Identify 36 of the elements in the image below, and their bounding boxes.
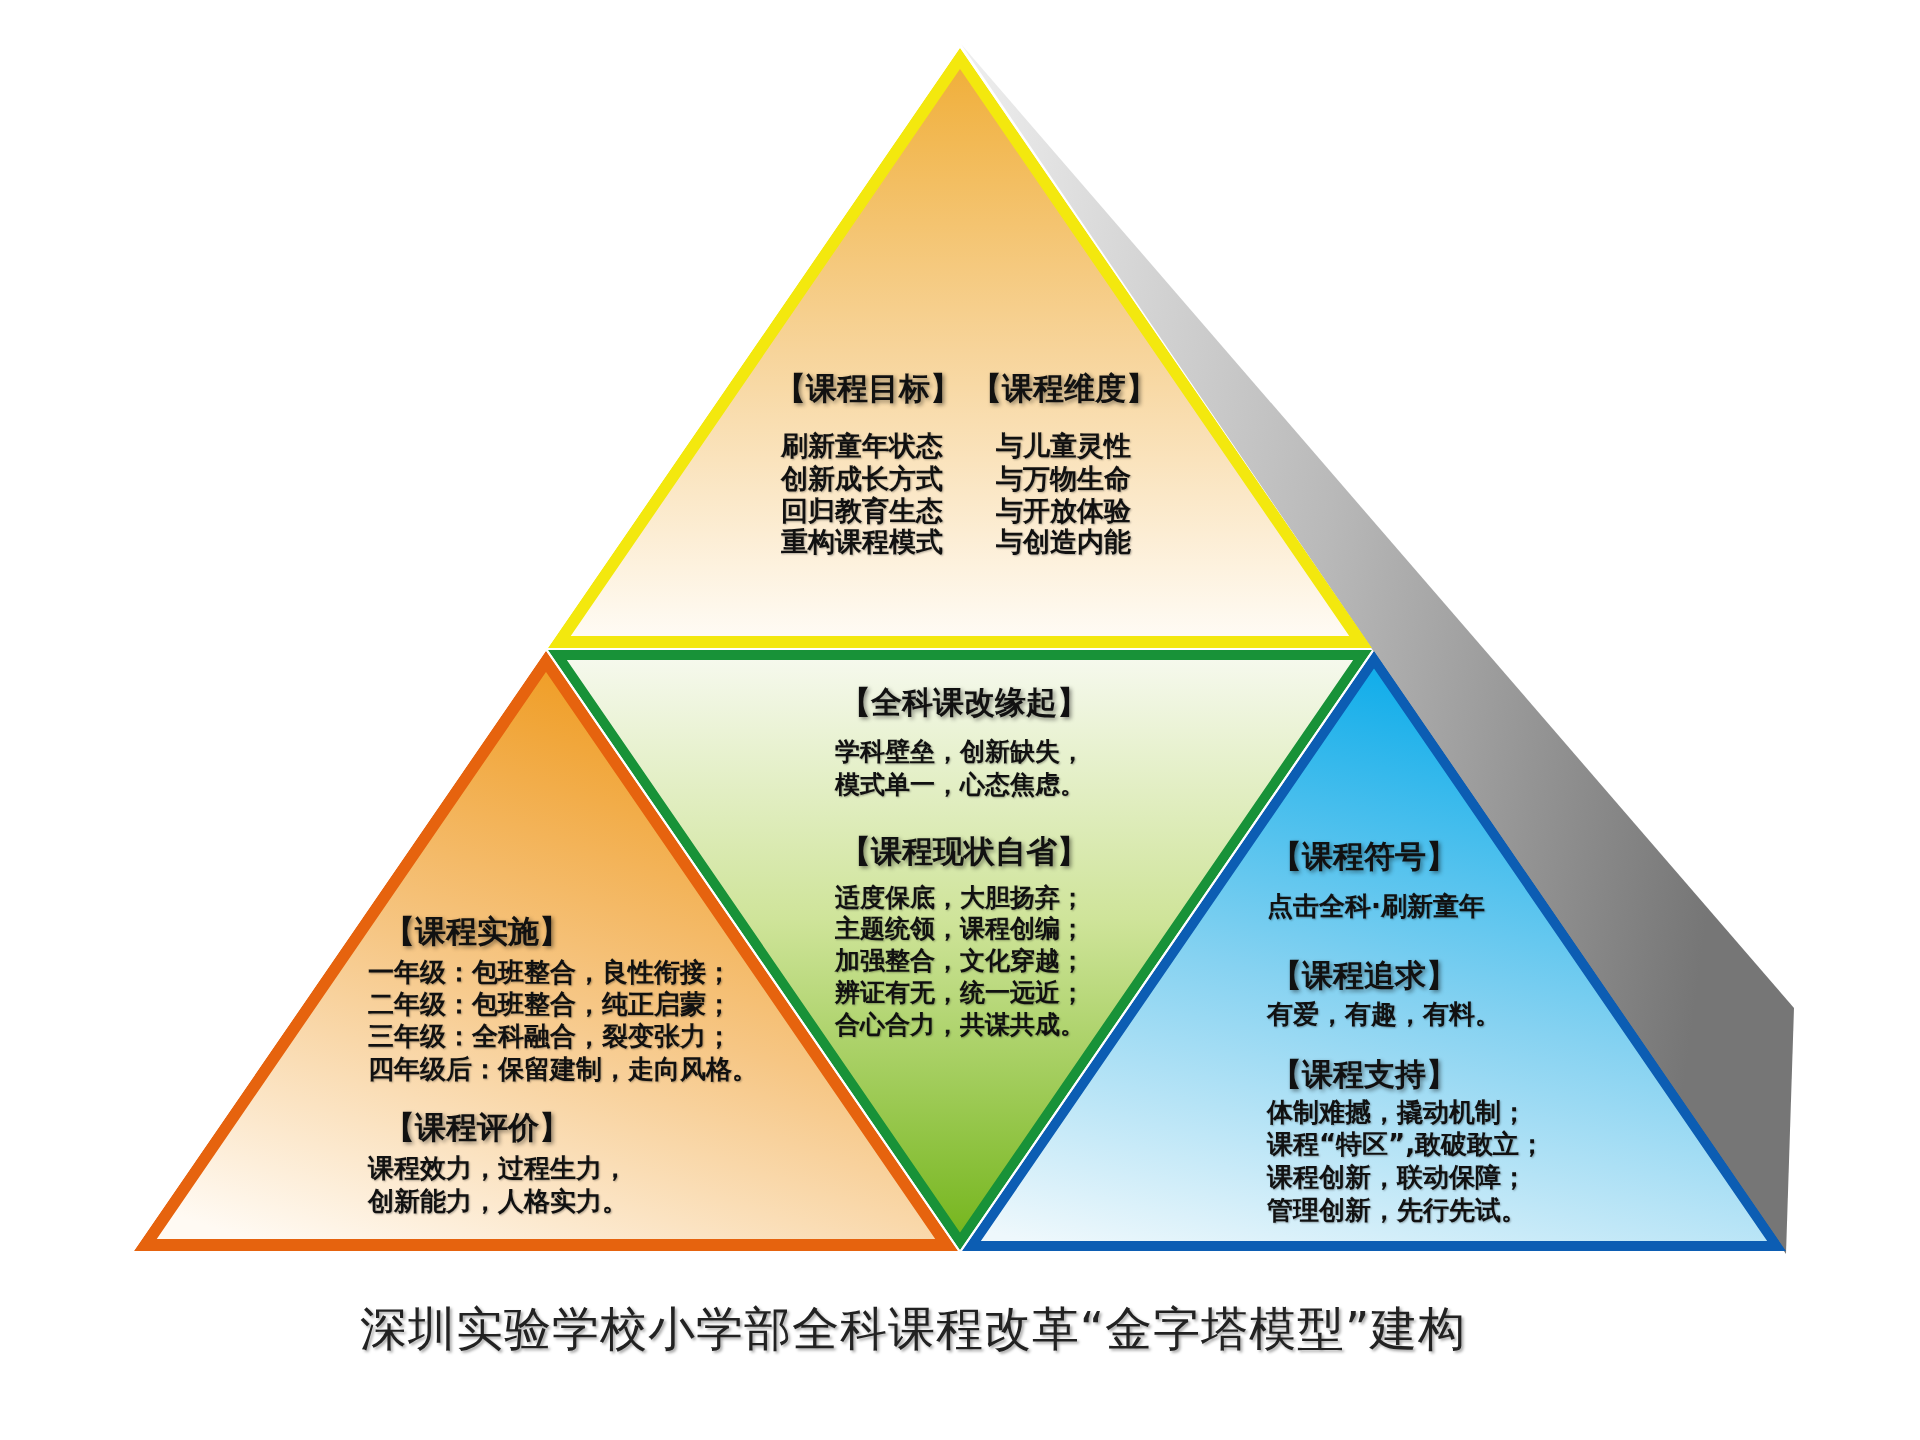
section-heading: 【课程目标】 [775,372,961,404]
section-heading: 【课程支持】 [1271,1058,1457,1090]
list-item: 创新成长方式 [781,464,943,494]
section-heading: 【课程维度】 [971,372,1157,404]
section-heading: 【课程现状自省】 [840,835,1088,867]
list-item: 三年级：全科融合，裂变张力； [368,1021,732,1051]
section-heading: 【全科课改缘起】 [840,686,1088,718]
list-item: 刷新童年状态 [781,431,943,461]
list-item: 主题统领，课程创编； [835,914,1085,944]
list-item: 一年级：包班整合，良性衔接； [368,957,732,987]
section-heading: 【课程符号】 [1271,840,1457,872]
body-text: 课程效力，过程生力，创新能力，人格实力。 [368,1151,629,1218]
list-item: 与万物生命 [996,464,1131,494]
list-item: 辨证有无，统一远近； [835,978,1085,1008]
list-item: 点击全科·刷新童年 [1267,891,1485,921]
list-item: 与创造内能 [996,527,1131,557]
section-heading: 【课程实施】 [384,915,570,947]
section-heading: 【课程评价】 [384,1111,570,1143]
list-item: 课程创新，联动保障； [1267,1162,1527,1192]
list-item: 管理创新，先行先试。 [1267,1195,1527,1225]
list-item: 课程“特区”,敢破敢立； [1267,1129,1546,1159]
body-text: 学科壁垒，创新缺失，模式单一，心态焦虑。 [835,735,1086,801]
list-item: 回归教育生态 [781,496,943,526]
list-item: 适度保底，大胆扬弃； [835,883,1085,913]
list-item: 有爱，有趣，有料。 [1267,999,1501,1029]
section-heading: 【课程追求】 [1271,959,1457,991]
triangle-panel [547,47,1373,648]
list-item: 合心合力，共谋共成。 [835,1010,1085,1040]
list-item: 二年级：包班整合，纯正启蒙； [368,989,732,1019]
list-item: 四年级后：保留建制，走向风格。 [368,1054,758,1084]
list-item: 加强整合，文化穿越； [835,946,1085,976]
figure-caption: 深圳实验学校小学部全科课程改革“金字塔模型”建构 [359,1301,1467,1357]
list-item: 体制难撼，撬动机制； [1267,1097,1527,1127]
list-item: 与儿童灵性 [996,431,1131,461]
list-item: 重构课程模式 [781,527,943,557]
list-item: 与开放体验 [996,496,1131,526]
